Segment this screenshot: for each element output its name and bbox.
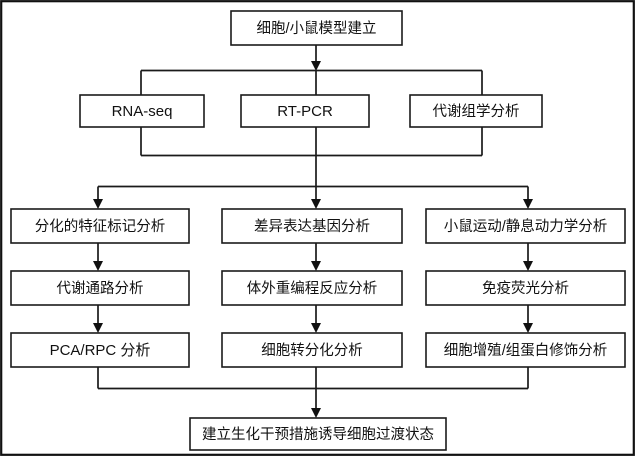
node-assay-mid[interactable]: RT-PCR (240, 94, 370, 128)
node-col2-row1-box[interactable] (221, 208, 403, 244)
node-col1-row2-label: 代谢通路分析 (57, 280, 144, 297)
node-outcome[interactable]: 建立生化干预措施诱导细胞过渡状态 (189, 417, 447, 451)
arrowhead-col2-r3 (311, 323, 321, 333)
node-col1-row3-label: PCA/RPC 分析 (50, 342, 151, 359)
node-col2-row3-label: 细胞转分化分析 (261, 342, 363, 359)
node-model-box[interactable] (230, 10, 403, 46)
arrowhead-outcome (311, 408, 321, 418)
arrowhead-col2-row1 (311, 199, 321, 209)
node-col1-row2[interactable]: 代谢通路分析 (10, 270, 190, 306)
node-col3-row1-box[interactable] (425, 208, 626, 244)
node-col1-row3[interactable]: PCA/RPC 分析 (10, 332, 190, 368)
node-col2-row1[interactable]: 差异表达基因分析 (221, 208, 403, 244)
arrowhead-col1-r3 (93, 323, 103, 333)
node-col3-row3-label: 细胞增殖/组蛋白修饰分析 (444, 342, 608, 359)
arrowhead-model-to-split (311, 61, 321, 71)
node-assay-mid-label: RT-PCR (277, 103, 333, 120)
node-col3-row2-label: 免疫荧光分析 (482, 280, 569, 297)
node-col3-row3[interactable]: 细胞增殖/组蛋白修饰分析 (425, 332, 626, 368)
node-outcome-box[interactable] (189, 417, 447, 451)
node-model-label: 细胞/小鼠模型建立 (256, 20, 376, 37)
node-col3-row2[interactable]: 免疫荧光分析 (425, 270, 626, 306)
node-model[interactable]: 细胞/小鼠模型建立 (230, 10, 403, 46)
arrowhead-col3-r2 (523, 261, 533, 271)
node-col2-row3-box[interactable] (221, 332, 403, 368)
node-assay-right[interactable]: 代谢组学分析 (409, 94, 543, 128)
arrowhead-col2-r2 (311, 261, 321, 271)
arrowhead-col3-row1 (523, 199, 533, 209)
node-col3-row3-box[interactable] (425, 332, 626, 368)
node-col2-row2-box[interactable] (221, 270, 403, 306)
node-col1-row1-box[interactable] (10, 208, 190, 244)
node-assay-mid-box[interactable] (240, 94, 370, 128)
arrowhead-col3-r3 (523, 323, 533, 333)
node-assay-left-label: RNA-seq (112, 103, 173, 120)
node-assay-left-box[interactable] (79, 94, 205, 128)
node-col2-row2-label: 体外重编程反应分析 (247, 279, 378, 297)
node-col2-row3[interactable]: 细胞转分化分析 (221, 332, 403, 368)
node-col1-row3-box[interactable] (10, 332, 190, 368)
node-col1-row1-label: 分化的特征标记分析 (35, 218, 166, 235)
node-col1-row2-box[interactable] (10, 270, 190, 306)
node-col3-row1[interactable]: 小鼠运动/静息动力学分析 (425, 208, 626, 244)
node-assay-right-box[interactable] (409, 94, 543, 128)
node-assay-left[interactable]: RNA-seq (79, 94, 205, 128)
node-col2-row1-label: 差异表达基因分析 (254, 218, 370, 235)
node-col2-row2[interactable]: 体外重编程反应分析 (221, 270, 403, 306)
arrowhead-col1-row1 (93, 199, 103, 209)
node-col3-row2-box[interactable] (425, 270, 626, 306)
node-col3-row1-label: 小鼠运动/静息动力学分析 (444, 218, 608, 235)
node-col1-row1[interactable]: 分化的特征标记分析 (10, 208, 190, 244)
node-assay-right-label: 代谢组学分析 (433, 103, 520, 120)
arrowhead-col1-r2 (93, 261, 103, 271)
node-outcome-label: 建立生化干预措施诱导细胞过渡状态 (202, 426, 434, 443)
